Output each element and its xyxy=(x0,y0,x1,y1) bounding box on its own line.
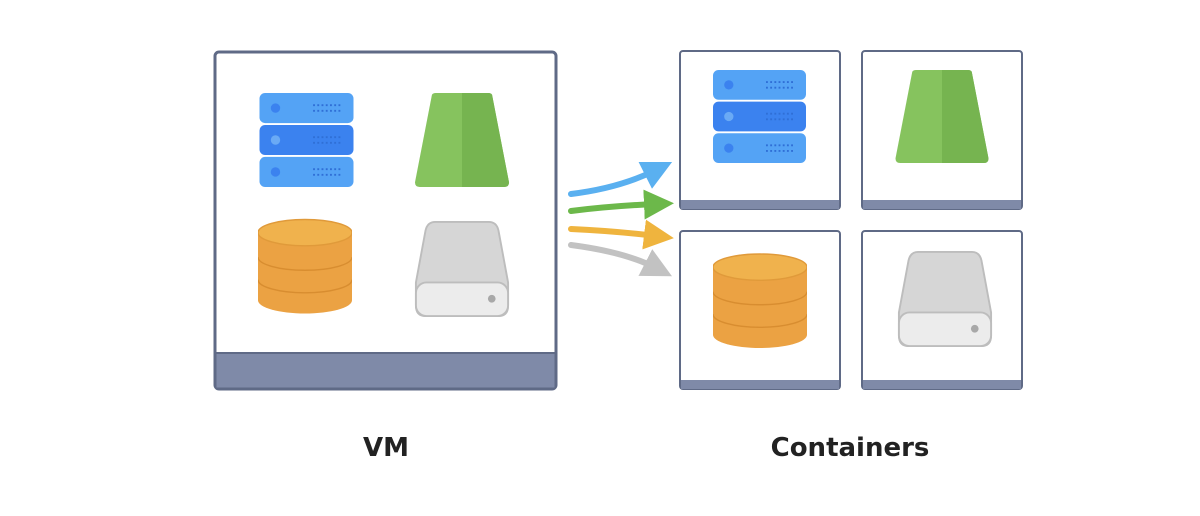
database-icon xyxy=(258,218,352,315)
hard-drive-icon xyxy=(897,250,993,348)
container-3 xyxy=(679,230,841,390)
vm-box xyxy=(213,50,558,391)
server-rack-icon xyxy=(258,93,355,187)
database-icon xyxy=(713,253,807,349)
container-4 xyxy=(861,230,1023,390)
containers-label: Containers xyxy=(771,433,930,463)
arrow-blue-icon xyxy=(568,161,673,197)
arrow-green-icon xyxy=(568,189,674,220)
arrows xyxy=(568,161,674,277)
hard-drive-icon xyxy=(414,220,510,318)
vm-footer-bar xyxy=(216,353,555,388)
server-rack-icon xyxy=(712,70,807,163)
container-1 xyxy=(679,50,841,210)
arrow-orange-icon xyxy=(568,219,674,250)
arrow-gray-icon xyxy=(568,242,672,277)
container-2 xyxy=(861,50,1023,210)
vm-label: VM xyxy=(363,433,409,463)
